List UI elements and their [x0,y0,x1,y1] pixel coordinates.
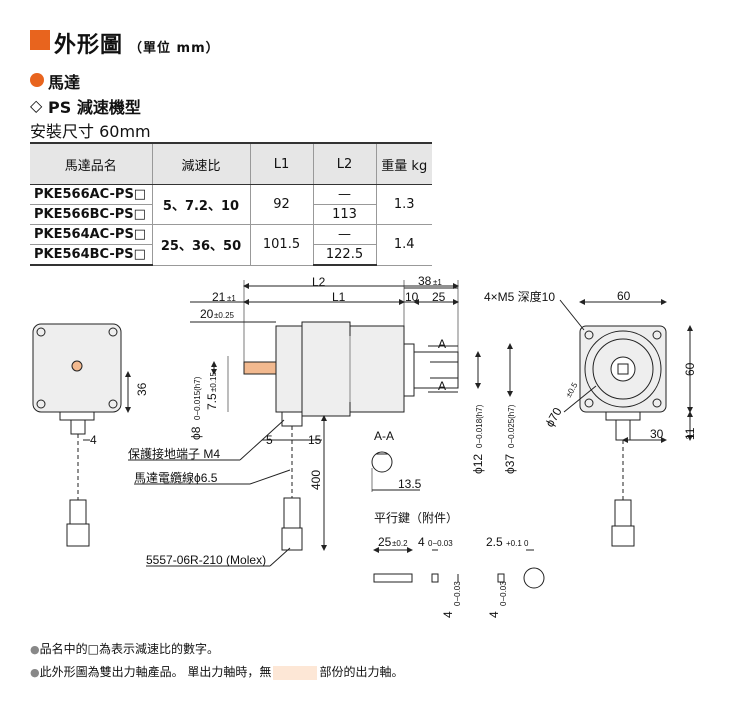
key-dim-25-tol: ±0.2 [392,539,408,548]
l1-cell: 92 [249,184,314,225]
parallel-key [373,547,545,589]
dim-phi8: ϕ8 [189,426,203,440]
dim-phi70: ϕ70 [542,405,564,430]
dim-30: 30 [650,427,664,441]
key-dim-4c: 4 [487,611,501,618]
note-text: 品名中的□為表示減速比的數字。 [39,642,219,656]
key-dim-2-5: 2.5 [486,535,503,549]
section-aa-label: A-A [374,429,394,443]
connector-label: 5557-06R-210 (Molex) [146,553,266,567]
dim-15: 15 [308,433,322,447]
col-header: 重量 kg [375,142,432,185]
dim-4: 4 [90,433,97,447]
dim-20-tol: ±0.25 [214,311,235,320]
col-header: 馬達品名 [30,142,153,185]
dim-20: 20 [200,307,214,321]
dim-60-width: 60 [617,289,631,303]
section-type: PS 減速機型 [48,98,141,117]
front-view [559,299,693,547]
key-title: 平行鍵（附件） [374,510,458,525]
page-title: 外形圖（單位 mm） [54,33,220,58]
col-header: 減速比 [151,142,251,185]
dim-11: 11 [683,427,697,440]
table-row: PKE564AC-PS□ 25、36、50 101.5 — 1.4 [30,224,432,266]
dim-phi37-tol: 0−0.025(h7) [507,404,516,448]
dim-400: 400 [309,470,323,490]
l1-cell: 101.5 [249,224,314,266]
note-text: 部份的出力軸。 [319,665,404,679]
dim-phi12-tol: 0−0.018(h7) [475,404,484,448]
table-header-row: 馬達品名 減速比 L1 L2 重量 kg [30,142,432,185]
dim-phi70-tol: ±0.5 [564,381,580,399]
side-view [128,280,513,567]
dim-10: 10 [405,290,419,304]
ratio-cell: 25、36、50 [151,224,251,266]
ratio-cell: 5、7.2、10 [151,184,251,225]
key-dim-4-tol: 0−0.03 [428,539,453,548]
section-a-bottom: A [438,379,446,393]
section-aa [371,451,420,492]
dim-36: 36 [135,382,149,396]
dim-5: 5 [266,433,273,447]
diamond-icon: ◇ [30,96,43,115]
dim-7-5: 7.5 [205,393,219,410]
spec-table: 馬達品名 減速比 L1 L2 重量 kg PKE566AC-PS□ 5、7.2、… [30,142,432,266]
dim-21: 21 [212,290,226,304]
title-marker [30,30,50,50]
dim-38: 38 [418,274,432,288]
weight-cell: 1.3 [375,184,432,225]
section-motor: 馬達 [48,73,81,92]
section-size: 安裝尺寸 60mm [30,122,151,141]
rear-view [32,323,131,547]
key-dim-25: 25 [378,535,392,549]
dim-l2: L2 [312,275,326,289]
dim-60-height: 60 [683,362,697,376]
weight-cell: 1.4 [375,224,432,266]
note-text: 此外形圖為雙出力軸產品。 單出力軸時，無 [39,665,272,679]
section-a-top: A [438,337,446,351]
dim-phi37: ϕ37 [503,454,517,474]
holes-label: 4×M5 深度10 [484,289,555,304]
note-item: ●此外形圖為雙出力軸產品。 單出力軸時，無部份的出力軸。 [30,665,404,680]
notes: ●品名中的□為表示減速比的數字。 ●此外形圖為雙出力軸產品。 單出力軸時，無部份… [30,638,403,684]
l2-cell: — [312,184,377,205]
dim-phi8-tol: 0−0.015(h7) [193,376,202,420]
table-row: PKE566BC-PS□ 113 [30,204,432,225]
key-dim-4c-tol: 0−0.03 [499,581,508,606]
table-row: PKE566AC-PS□ 5、7.2、10 92 — 1.3 [30,184,432,225]
highlight-swatch [273,665,318,680]
dim-7-5-tol: ±0.15 [209,371,218,392]
table-row: PKE564BC-PS□ 122.5 [30,244,432,266]
unit-label: （單位 mm） [129,41,220,56]
l2-cell: 122.5 [312,244,376,266]
key-dim-4: 4 [418,535,425,549]
key-dim-2-5-tol: +0.1 0 [506,539,529,548]
model-name: PKE564BC-PS□ [30,244,153,266]
key-dim-4b: 4 [441,611,455,618]
key-dim-4b-tol: 0−0.03 [453,581,462,606]
cable-label: 馬達電纜線ϕ6.5 [134,470,218,485]
dim-13-5: 13.5 [398,477,422,491]
dim-l1: L1 [332,290,346,304]
section-bullet [30,73,44,87]
col-header: L1 [249,142,314,185]
dim-21-tol: ±1 [227,294,236,303]
dim-phi12: ϕ12 [471,454,485,474]
l2-cell: — [312,224,377,245]
dim-25: 25 [432,290,446,304]
note-item: ●品名中的□為表示減速比的數字。 [30,642,219,656]
dim-38-tol: ±1 [433,278,442,287]
ground-terminal-label: 保護接地端子 M4 [128,446,220,461]
